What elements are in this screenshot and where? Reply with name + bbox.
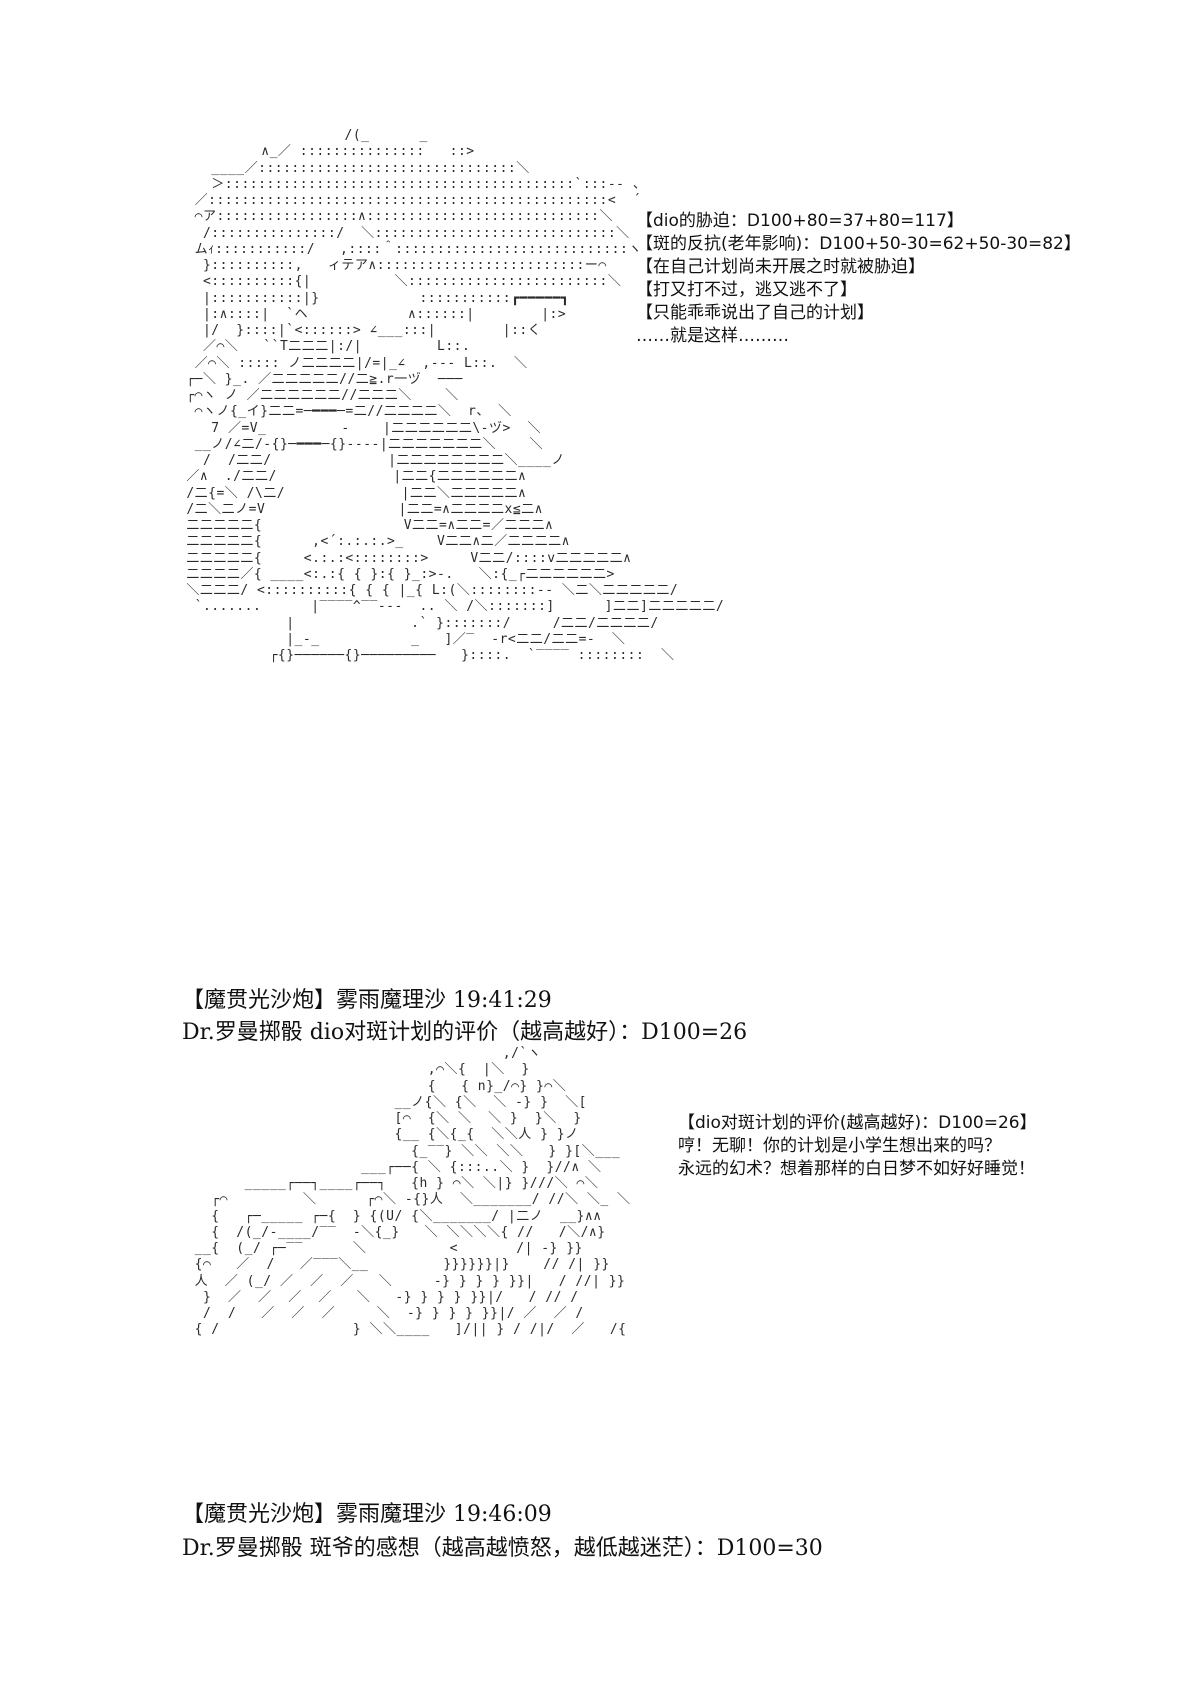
annotation-line: 【在自己计划尚未开展之时就被胁迫】 (636, 257, 925, 277)
ascii-art-line: }::::::::::, ィテア∧:::::::::::::::::::::::… (178, 258, 607, 273)
ascii-art-line: {⌒ ／ / ／‾‾‾＼__ }}}}}}|} // /| }} (178, 1257, 610, 1273)
ascii-art-dio-and-madara: /(_ _ ∧_／ ::::::::::::::: ::> ____／:::::… (178, 128, 724, 664)
ascii-art-line: ＼二二二/ <::::::::::{ { { |_{ L:(＼::::::::-… (178, 583, 679, 598)
ascii-art-line: ∧_／ ::::::::::::::: ::> (178, 144, 475, 160)
ascii-art-line: /(_ _ (178, 128, 428, 143)
annotation-line: 【打又打不过，逃又逃不了】 (636, 280, 857, 300)
ascii-art-line: 二二二二二{ ,<´:.:.:.>_ V二二∧二／二二二二∧ (178, 534, 570, 550)
ascii-art-line: _____┌──┐____┌──┐ {h } ⌒＼ ＼|} }///＼ ⌒＼ (178, 1176, 599, 1191)
dice-result-annotation: 【dio的胁迫：D100+80=37+80=117】【斑的反抗(老年影响)：D1… (636, 210, 1081, 348)
ascii-art-line: ／:::::::::::::::::::::::::::::::::::::::… (178, 193, 642, 208)
ascii-art-line: { /(_/-____/‾‾ -＼{_} ＼ ＼＼＼＼{ // /＼/∧} (178, 1224, 606, 1240)
ascii-art-line: ,/`ヽ (178, 1046, 542, 1061)
ascii-art-line: |_-_ _ ]／‾ -r<二二/二二=- ＼ (178, 631, 626, 647)
ascii-art-line: /二{=＼ /\二/ |二二＼二二二二二∧ (178, 485, 527, 501)
dio-speech: 【dio对斑计划的评价(越高越好)：D100=26】哼！无聊！你的计划是小学生想… (678, 1112, 1078, 1181)
annotation-line: 【dio的胁迫：D100+80=37+80=117】 (636, 211, 964, 231)
ascii-art-line: <::::::::::{| ＼::::::::::::::::::::::::＼ (178, 274, 622, 290)
post-header: 【魔贯光沙炮】雾雨魔理沙 19:46:09 (182, 1502, 552, 1527)
ascii-art-line: { ┌─_____ ┌─{ } {(U/ {＼_______/ |二ノ __}∧… (178, 1208, 602, 1224)
dice-roll-line: Dr.罗曼掷骰 斑爷的感想（越高越愤怒，越低越迷茫）：D100=30 (182, 1536, 823, 1561)
ascii-art-line: 二二二二二{ V二二=∧二二=／二二二∧ (178, 518, 554, 533)
ascii-art-line: / /二二/ |二二二二二二二二＼____ノ (178, 453, 565, 468)
ascii-art-line: ,⌒＼{ |＼ } (178, 1062, 530, 1078)
ascii-art-line: __ノ{＼ {＼ ＼ -} } ＼[ (178, 1094, 587, 1110)
post-header: 【魔贯光沙炮】雾雨魔理沙 19:41:29 (182, 988, 552, 1013)
ascii-art-line: ┌{}──────{}───────── }::::. `‾‾‾‾ ::::::… (178, 648, 675, 663)
ascii-art-line: ___┌──{ ＼ {:::..＼ } }//∧ ＼ (178, 1159, 602, 1175)
ascii-art-line: __{ (_/ ┌─‾‾ ＼ < /| -} }} (178, 1241, 583, 1256)
ascii-art-line: ／∧ ./二二/ |二二{二二二二二二∧ (178, 469, 527, 485)
speech-line: 哼！无聊！你的计划是小学生想出来的吗？ (678, 1136, 1001, 1156)
ascii-art-line: /二＼二ノ=V |二二=∧二二二二x≦二∧ (178, 501, 543, 517)
ascii-art-dio-reaction: ,/`ヽ ,⌒＼{ |＼ } { { n}_/⌒} }⌒＼ __ノ{＼ {＼ ＼… (178, 1046, 631, 1339)
ascii-art-line: 7 ／=V_ - |二二二二二二\-ヅ> ＼ (178, 420, 541, 436)
ascii-art-line: ____／:::::::::::::::::::::::::::::::＼ (178, 160, 530, 176)
ascii-art-line: ┌⌒ヽ ノ ／二二二二二二//二二二＼ ＼ (178, 388, 459, 403)
ascii-art-line: / / ／ ／ ／ ＼ -} } } } }}|/ ／ ／ / (178, 1306, 584, 1321)
speech-line: 永远的幻术？想着那样的白日梦不如好好睡觉！ (678, 1159, 1035, 1179)
ascii-art-line: 二二二二二{ <.:.:<::::::::> V二二/::::v二二二二二∧ (178, 550, 632, 566)
ascii-art-line: ／⌒＼ ::::: ノ二二二二|/=|_∠ ,--- L::. ＼ (178, 355, 528, 371)
ascii-art-line: ┌─＼ }_. ／二二二二二//二≧.r一ヅ ─── (178, 371, 463, 387)
ascii-art-line: ┌⌒ ＼ ┌⌒＼ -{}人 ＼_______/ //＼ ＼_ ＼ (178, 1192, 631, 1208)
speech-line: 【dio对斑计划的评价(越高越好)：D100=26】 (678, 1113, 1037, 1133)
ascii-art-line: __ノ/∠二/-{}─━━━─{}----|二二二二二二二＼ ＼ (178, 436, 543, 452)
ascii-art-line: ムｨ:::::::::::/ ,::::＾:::::::::::::::::::… (178, 241, 642, 257)
annotation-line: 【斑的反抗(老年影响)：D100+50-30=62+50-30=82】 (636, 234, 1081, 254)
ascii-art-line: } ／ ／ ／ ／ ＼ -} } } } }}|/ / // / (178, 1289, 579, 1305)
ascii-art-line: 二二二二／{ ____<:.:{ { }:{ }_:>-. ＼:{_┌二二二二二… (178, 566, 615, 582)
ascii-art-line: `....... |‾‾‾‾^‾‾--- .. ＼ /＼:::::::] ]二二… (178, 599, 725, 615)
ascii-art-line: |:∧::::| `ヘ ∧::::::| |:> (178, 306, 567, 322)
ascii-art-line: /:::::::::::::::/ ＼:::::::::::::::::::::… (178, 225, 630, 241)
ascii-art-line: {_‾‾} ＼＼ ＼＼ } }[＼___ (178, 1143, 621, 1159)
ascii-art-line: { { n}_/⌒} }⌒＼ (178, 1078, 567, 1094)
ascii-art-line: ⌒ア:::::::::::::::::∧::::::::::::::::::::… (178, 209, 614, 225)
annotation-line: ……就是这样……… (636, 326, 789, 346)
dice-roll-line: Dr.罗曼掷骰 dio对斑计划的评价（越高越好）：D100=26 (182, 1020, 748, 1045)
ascii-art-line: | .` }:::::::/ /二二/二二二二/ (178, 615, 659, 631)
ascii-art-line: { / } ＼＼____ ]/|| } / /|/ ／ /{ (178, 1322, 627, 1338)
ascii-art-line: [⌒ {＼ ＼ ＼ } }＼ } (178, 1111, 582, 1126)
ascii-art-line: ＞:::::::::::::::::::::::::::::::::::::::… (178, 176, 647, 192)
ascii-art-line: ⌒ヽノ{_イ}二二=─━━━─=二//二二二二＼ r、 ＼ (178, 404, 512, 420)
ascii-art-line: 人 ／ (_/ ／ ／ ／ ＼ -} } } } }}| / //| }} (178, 1273, 626, 1289)
ascii-art-line: ／⌒＼ ``T二二二|:/| L::. (178, 339, 471, 355)
ascii-art-line: |/ }::::|`<::::::> ∠___:::| |::く (178, 323, 542, 338)
ascii-art-line: {__ {＼{_{ ＼＼人 } }ノ (178, 1127, 579, 1143)
ascii-art-line: |:::::::::::|} :::::::::::┏━━━━━┓ (178, 290, 570, 306)
annotation-line: 【只能乖乖说出了自己的计划】 (636, 303, 874, 323)
